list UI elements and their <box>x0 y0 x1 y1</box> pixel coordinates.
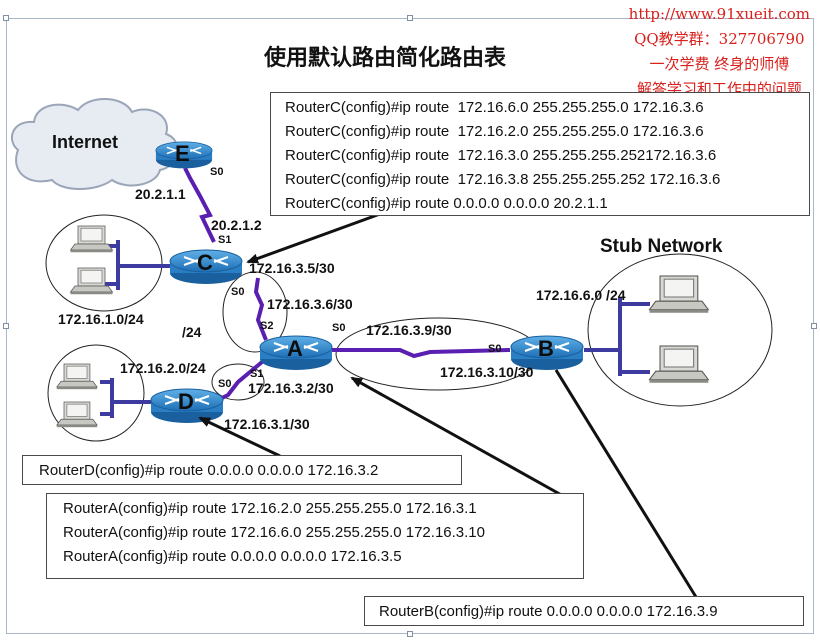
stub-network-region <box>587 253 773 407</box>
router-d-label: D <box>178 389 194 414</box>
serial-link-e-c <box>183 167 216 243</box>
lan-c-bus <box>104 240 172 290</box>
config-line: RouterA(config)#ip route 0.0.0.0 0.0.0.0… <box>63 548 402 565</box>
arrow-to-router-d <box>198 416 281 458</box>
port-label: S0 <box>332 322 346 334</box>
lan-c-region <box>45 214 163 312</box>
resize-handle[interactable] <box>407 15 413 21</box>
computer-icon <box>648 275 709 314</box>
stub-network-label: Stub Network <box>600 236 723 257</box>
computer-icon <box>56 363 98 390</box>
serial-link-a-b <box>330 348 511 359</box>
ip-label: 172.16.3.6/30 <box>267 296 353 312</box>
router-b-label: B <box>538 336 554 361</box>
port-label: S2 <box>260 320 274 332</box>
arrow-to-router-c <box>246 212 381 264</box>
router-a-config-box: RouterA(config)#ip route 172.16.2.0 255.… <box>46 493 584 579</box>
internet-label: Internet <box>52 132 119 152</box>
cloud-icon <box>10 97 179 190</box>
router-e-label: E <box>175 141 190 166</box>
computer-icon <box>70 267 113 295</box>
serial-link-c-a <box>253 277 268 341</box>
ip-label: 172.16.3.2/30 <box>248 380 334 396</box>
config-line: RouterC(config)#ip route 172.16.3.8 255.… <box>285 171 721 188</box>
ip-label: 172.16.6.0 /24 <box>536 287 626 303</box>
port-label: S0 <box>218 378 232 390</box>
serial-link-a-d <box>213 360 264 404</box>
watermark-line1: 一次学费 终身的师傅 <box>649 55 790 73</box>
config-line: RouterA(config)#ip route 172.16.2.0 255.… <box>63 500 477 517</box>
ip-label: /24 <box>182 324 202 340</box>
watermark: http://www.91xueit.com QQ教学群：327706790 一… <box>629 2 810 102</box>
computer-icon <box>70 225 113 253</box>
resize-handle[interactable] <box>3 323 9 329</box>
ip-label: 20.2.1.2 <box>211 217 262 233</box>
lan-b-bus <box>584 298 650 376</box>
config-line: RouterB(config)#ip route 0.0.0.0 0.0.0.0… <box>379 603 718 620</box>
config-line: RouterA(config)#ip route 172.16.6.0 255.… <box>63 524 485 541</box>
ip-label: 172.16.3.1/30 <box>224 416 310 432</box>
computer-icon <box>56 401 98 428</box>
config-line: RouterC(config)#ip route 172.16.6.0 255.… <box>285 99 704 116</box>
router-b-config-box: RouterB(config)#ip route 0.0.0.0 0.0.0.0… <box>364 596 804 626</box>
config-line: RouterC(config)#ip route 0.0.0.0 0.0.0.0… <box>285 195 608 212</box>
ip-label: 172.16.1.0/24 <box>58 311 144 327</box>
ip-label: 172.16.3.10/30 <box>440 364 534 380</box>
port-label: S1 <box>218 234 232 246</box>
router-c-config-box: RouterC(config)#ip route 172.16.6.0 255.… <box>270 92 810 216</box>
resize-handle[interactable] <box>3 15 9 21</box>
lan-d-region <box>47 344 145 442</box>
ip-label: 172.16.3.5/30 <box>249 260 335 276</box>
computer-icon <box>648 345 709 384</box>
resize-handle[interactable] <box>811 323 817 329</box>
ip-label: 20.2.1.1 <box>135 186 186 202</box>
router-d-config-box: RouterD(config)#ip route 0.0.0.0 0.0.0.0… <box>22 455 462 485</box>
port-label: S0 <box>210 166 224 178</box>
lan-d-bus <box>100 378 158 418</box>
page-title: 使用默认路由简化路由表 <box>263 46 506 71</box>
watermark-url: http://www.91xueit.com <box>628 5 810 23</box>
port-label: S1 <box>250 368 264 380</box>
ip-label: 172.16.3.9/30 <box>366 322 452 338</box>
port-label: S0 <box>488 343 502 355</box>
arrow-from-router-b <box>554 369 698 598</box>
router-a-label: A <box>287 336 303 361</box>
router-c-label: C <box>197 250 213 275</box>
ip-label: 172.16.2.0/24 <box>120 360 206 376</box>
config-line: RouterD(config)#ip route 0.0.0.0 0.0.0.0… <box>39 462 379 479</box>
port-label: S0 <box>231 286 245 298</box>
resize-handle[interactable] <box>407 631 413 637</box>
config-line: RouterC(config)#ip route 172.16.2.0 255.… <box>285 123 704 140</box>
watermark-qq: QQ教学群：327706790 <box>634 30 805 48</box>
c-a-link-region <box>222 271 288 353</box>
config-line: RouterC(config)#ip route 172.16.3.0 255.… <box>285 147 717 164</box>
a-d-link-region <box>211 363 265 401</box>
arrow-to-router-a <box>350 376 566 499</box>
